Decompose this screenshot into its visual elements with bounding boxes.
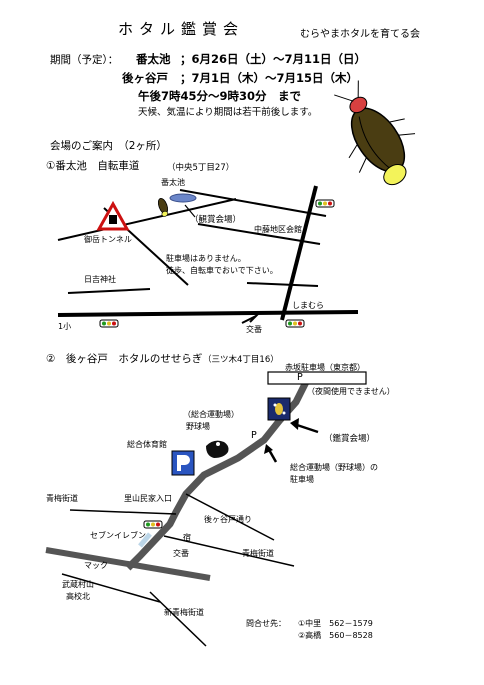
page-title: ホタル鑑賞会 (118, 20, 245, 38)
firefly-icon (157, 197, 169, 217)
map2-musashi-2: 高校北 (66, 592, 90, 601)
traffic-light-icon (285, 319, 305, 328)
map2-address: （三ツ木4丁目16） (203, 355, 279, 365)
period-place-2: 後ヶ谷戸 (122, 71, 168, 85)
map2-satoyama: 里山民家入口 (124, 494, 172, 503)
map2-ome-kaido: 青梅街道 (46, 494, 78, 503)
map1-tunnel: 御岳トンネル (84, 235, 132, 244)
firefly-sign-icon (267, 397, 291, 421)
map2-gogayato: 後ヶ谷戸通り (204, 515, 252, 524)
map2-parking-p-1: P (297, 372, 303, 383)
map2-ome-kaido-2: 青梅街道 (242, 549, 274, 558)
map2-shin-ome: 新青梅街道 (164, 608, 204, 617)
contact-label: 問合せ先： (246, 619, 286, 628)
traffic-light-icon (143, 520, 163, 529)
map1-hall: 中藤地区会館 (254, 225, 302, 234)
warning-sign-icon (96, 200, 130, 231)
map2-akasaka: 赤坂駐車場（東京都） (285, 363, 365, 372)
map2-gym: 総合体育館 (127, 440, 167, 449)
map1-title: ①番太池 自転車道 (46, 160, 140, 172)
contact-line-2: ②高橋 560－8528 (298, 631, 373, 640)
venues-heading: 会場のご案内 （2ヶ所） (50, 140, 167, 152)
map2-night-ng: （夜間使用できません） (307, 387, 395, 396)
period-dates-2: ；7月1日（木）～7月15日（木） (180, 71, 359, 85)
period-dates-1: ；6月26日（土）～7月11日（日） (180, 52, 367, 66)
map2-sports: （総合運動場） (183, 410, 239, 419)
map2-musashi-1: 武蔵村山 (62, 580, 94, 589)
map2-koban: 交番 (173, 549, 189, 558)
period-time: 午後7時45分～9時30分 まで (138, 89, 302, 103)
map2-title: ② 後ヶ谷戸 ホタルのせせらぎ (46, 353, 203, 365)
map1-koban: 交番 (246, 325, 262, 334)
map2-sports-parking-1: 総合運動場（野球場）の (290, 463, 378, 472)
map2-mac: マック (84, 561, 108, 570)
gym-icon (171, 450, 195, 476)
map2-juku: 宿 (183, 533, 191, 542)
map2-viewing: （鑑賞会場） (324, 434, 376, 444)
traffic-light-icon (99, 319, 119, 328)
traffic-light-icon (315, 199, 335, 208)
map1-shimamura: しまむら (292, 301, 324, 310)
period-place-1: 番太池 (136, 52, 171, 66)
map2-seven-eleven: セブンイレブン (90, 531, 146, 540)
map1-parking-note-2: 徒歩、自転車でおいで下さい。 (166, 266, 278, 275)
organizer: むらやまホタルを育てる会 (300, 29, 420, 40)
map1-parking-note-1: 駐車場はありません。 (166, 254, 246, 263)
map1-viewing: （観賞会場） (190, 215, 242, 225)
map1-school: 1小 (58, 322, 72, 331)
map2-baseball: 野球場 (186, 422, 210, 431)
contact-line-1: ①中里 562－1579 (298, 619, 373, 628)
map2-sports-parking-2: 駐車場 (290, 475, 314, 484)
baseball-field-icon (206, 440, 229, 458)
period-note: 天候、気温により期間は若干前後します。 (138, 107, 318, 118)
map2-parking-p-2: P (251, 430, 257, 441)
period-label: 期間（予定）： (50, 54, 119, 66)
map1-pond: 番太池 (161, 178, 185, 187)
map1-shrine: 日吉神社 (84, 275, 116, 284)
map1-address: （中央5丁目27） (167, 163, 235, 173)
